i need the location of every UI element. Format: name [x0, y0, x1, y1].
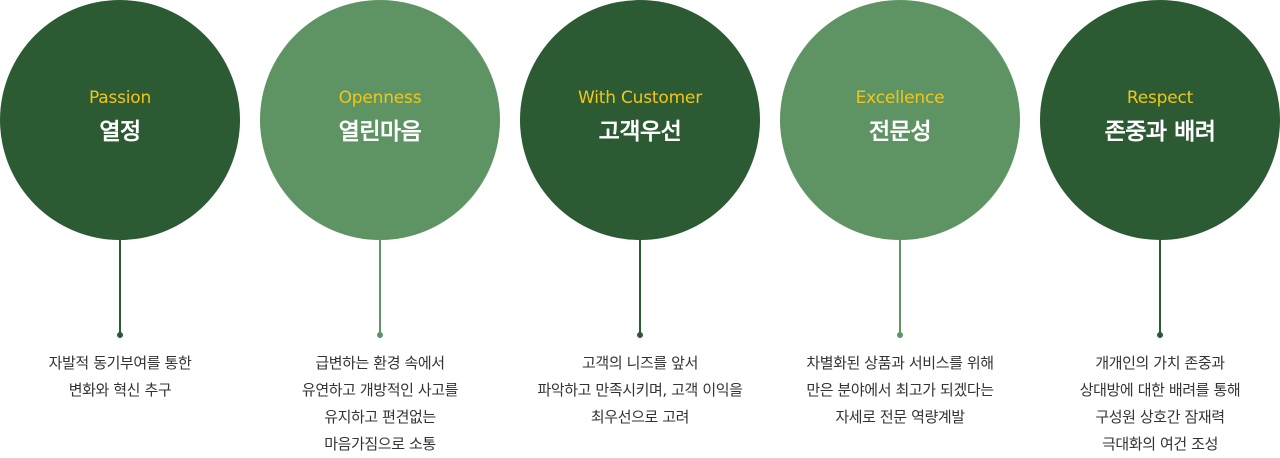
value-description: 급변하는 환경 속에서 유연하고 개방적인 사고를 유지하고 편견없는 마음가짐…: [250, 350, 510, 458]
connector-dot: [897, 332, 903, 338]
value-english-name: Openness: [338, 88, 422, 108]
description-line: 변화와 혁신 추구: [68, 381, 172, 399]
description-line: 최우선으로 고려: [590, 408, 690, 426]
connector-line: [639, 240, 641, 334]
description-line: 자세로 전문 역량계발: [835, 408, 965, 426]
description-line: 만은 분야에서 최고가 되겠다는: [806, 381, 994, 399]
description-line: 유연하고 개방적인 사고를: [301, 381, 459, 399]
value-korean-name: 열정: [99, 119, 141, 145]
description-line: 차별화된 상품과 서비스를 위해: [806, 354, 994, 372]
connector-line: [899, 240, 901, 334]
description-line: 유지하고 편견없는: [324, 408, 436, 426]
value-description: 고객의 니즈를 앞서 파악하고 만족시키며, 고객 이익을 최우선으로 고려: [510, 350, 770, 431]
value-english-name: With Customer: [578, 88, 702, 108]
value-description: 자발적 동기부여를 통한 변화와 혁신 추구: [0, 350, 250, 404]
description-line: 마음가짐으로 소통: [324, 435, 436, 453]
connector-dot: [637, 332, 643, 338]
value-description: 개개인의 가치 존중과 상대방에 대한 배려를 통해 구성원 상호간 잠재력 극…: [1030, 350, 1280, 458]
connector-line: [379, 240, 381, 334]
connector-dot: [377, 332, 383, 338]
description-line: 자발적 동기부여를 통한: [48, 354, 192, 372]
value-openness: Openness 열린마음 급변하는 환경 속에서 유연하고 개방적인 사고를 …: [260, 0, 500, 458]
value-english-name: Passion: [88, 88, 152, 108]
value-korean-name: 열린마음: [338, 119, 422, 145]
value-korean-name: 존중과 배려: [1104, 119, 1216, 145]
value-circle: With Customer 고객우선: [520, 0, 760, 240]
value-circle: Passion 열정: [0, 0, 240, 240]
description-line: 고객의 니즈를 앞서: [582, 354, 698, 372]
value-circle: Excellence 전문성: [780, 0, 1020, 240]
value-description: 차별화된 상품과 서비스를 위해 만은 분야에서 최고가 되겠다는 자세로 전문…: [770, 350, 1030, 431]
description-line: 파악하고 만족시키며, 고객 이익을: [537, 381, 743, 399]
value-with-customer: With Customer 고객우선 고객의 니즈를 앞서 파악하고 만족시키며…: [520, 0, 760, 458]
value-korean-name: 전문성: [869, 119, 931, 145]
value-passion: Passion 열정 자발적 동기부여를 통한 변화와 혁신 추구: [0, 0, 240, 458]
connector-line: [1159, 240, 1161, 334]
connector-dot: [117, 332, 123, 338]
value-excellence: Excellence 전문성 차별화된 상품과 서비스를 위해 만은 분야에서 …: [780, 0, 1020, 458]
description-line: 급변하는 환경 속에서: [315, 354, 445, 372]
value-circle: Openness 열린마음: [260, 0, 500, 240]
description-line: 극대화의 여건 조성: [1102, 435, 1218, 453]
value-respect: Respect 존중과 배려 개개인의 가치 존중과 상대방에 대한 배려를 통…: [1040, 0, 1280, 458]
description-line: 개개인의 가치 존중과: [1095, 354, 1225, 372]
connector-line: [119, 240, 121, 334]
description-line: 구성원 상호간 잠재력: [1095, 408, 1225, 426]
description-line: 상대방에 대한 배려를 통해: [1079, 381, 1241, 399]
connector-dot: [1157, 332, 1163, 338]
value-circle: Respect 존중과 배려: [1040, 0, 1280, 240]
value-english-name: Excellence: [855, 88, 945, 108]
value-english-name: Respect: [1126, 88, 1194, 108]
value-korean-name: 고객우선: [598, 119, 682, 145]
